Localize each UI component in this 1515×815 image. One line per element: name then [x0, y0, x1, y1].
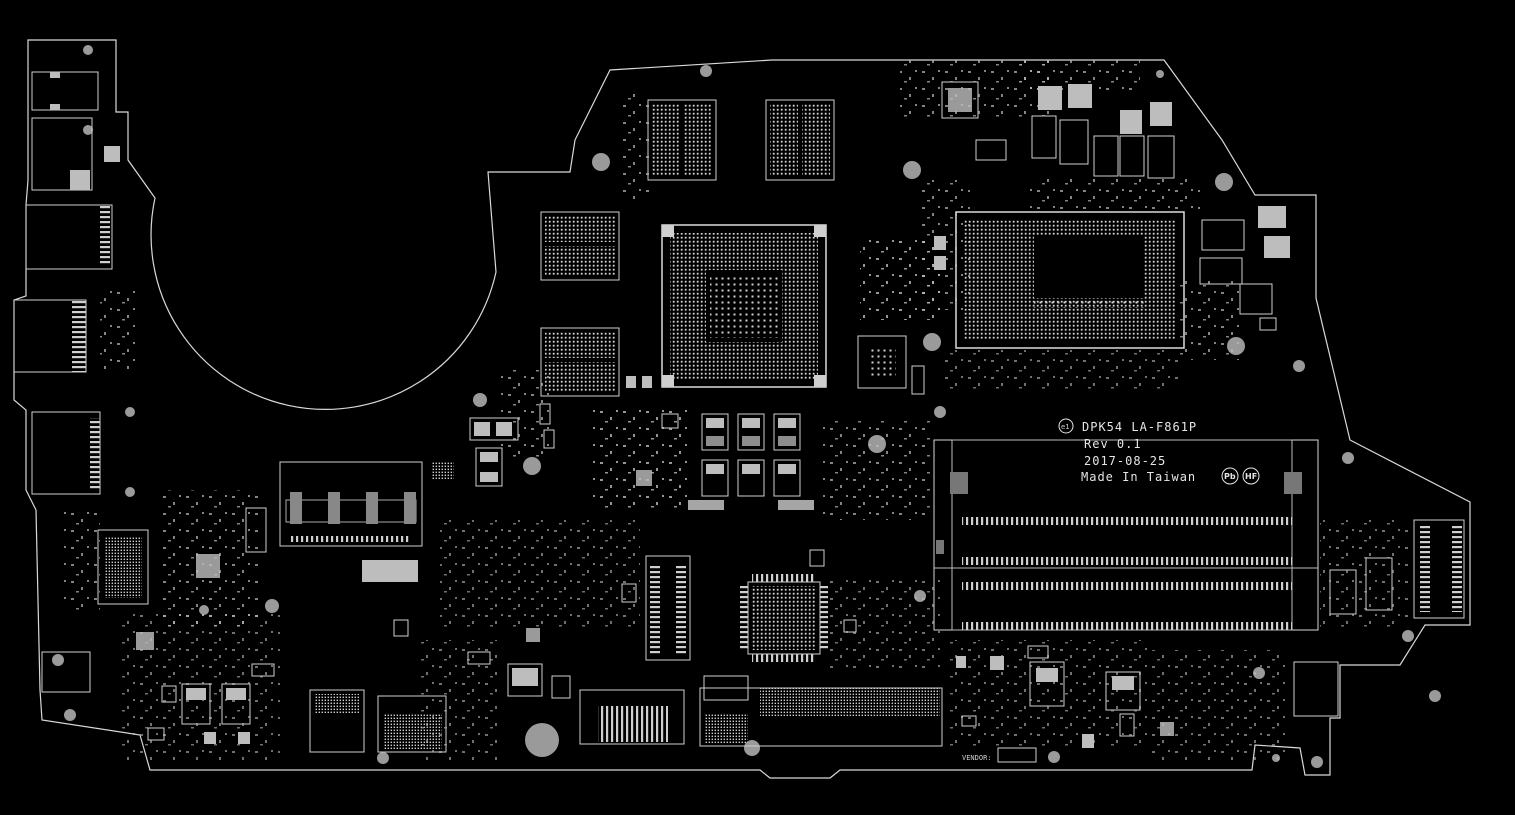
silkscreen-text: e1 DPK54 LA-F861P Rev 0.1 2017-08-25 Mad… — [962, 418, 1260, 762]
small-parts — [147, 139, 1277, 748]
date-label: 2017-08-25 — [1084, 454, 1166, 468]
vendor-label: VENDOR: — [962, 754, 992, 762]
halogen-free-logo — [1242, 467, 1260, 485]
revision-label: Rev 0.1 — [1084, 437, 1142, 451]
pb-free-logo — [1221, 467, 1239, 485]
pb-free-logo-text: Pb — [1224, 472, 1236, 481]
board-id-label: DPK54 LA-F861P — [1082, 420, 1197, 434]
passive-components — [60, 60, 1410, 760]
origin-label: Made In Taiwan — [1081, 470, 1196, 484]
left-io-connectors — [13, 71, 113, 693]
left-connector-pins — [50, 72, 120, 490]
ec-qfp-chip — [740, 574, 828, 662]
dimm-slot — [933, 439, 1319, 631]
halogen-free-logo-text: HF — [1245, 472, 1257, 481]
board-outline — [13, 39, 1471, 779]
gpu-bga — [661, 224, 827, 388]
e1-mark-circle — [1058, 418, 1074, 434]
e1-mark: e1 — [1061, 423, 1069, 431]
cpu-bga — [955, 211, 1185, 349]
vram-chips — [540, 99, 835, 397]
bottom-connectors — [279, 461, 1465, 753]
